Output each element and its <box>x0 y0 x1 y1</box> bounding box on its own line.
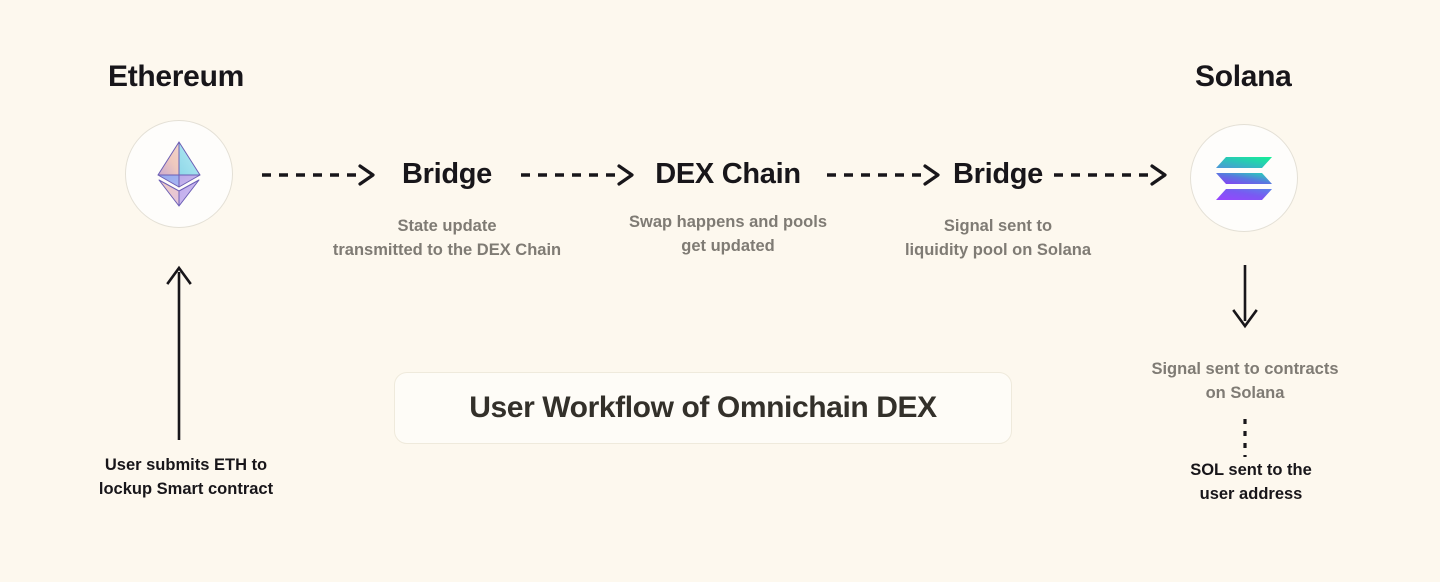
flow-node-caption-dex-chain: Swap happens and pools get updated <box>628 213 828 255</box>
solana-logo-icon <box>1215 155 1273 201</box>
ethereum-token-badge <box>125 120 233 228</box>
flow-node-caption-bridge-1: State update transmitted to the DEX Chai… <box>332 217 562 259</box>
caption-signal-sent-contracts: Signal sent to contracts on Solana <box>1151 360 1339 402</box>
flow-node-label-bridge-2: Bridge <box>952 158 1044 190</box>
ethereum-logo-icon <box>156 141 202 207</box>
vertical-dotted-line-connector <box>1236 418 1254 458</box>
workflow-title-card: User Workflow of Omnichain DEX <box>394 372 1012 444</box>
flow-node-label-bridge-1: Bridge <box>401 158 493 190</box>
chain-title-solana: Solana <box>1195 60 1292 93</box>
caption-sol-sent-user: SOL sent to the user address <box>1190 461 1312 503</box>
dashed-right-arrow-2 <box>520 162 637 188</box>
flow-node-label-dex-chain: DEX Chain <box>655 158 801 190</box>
chain-title-ethereum: Ethereum <box>108 60 244 93</box>
solid-up-arrow-user-to-ethereum <box>160 262 198 440</box>
workflow-title-text: User Workflow of Omnichain DEX <box>469 391 937 424</box>
caption-user-submits: User submits ETH to lockup Smart contrac… <box>98 456 274 498</box>
dashed-right-arrow-3 <box>826 162 943 188</box>
dashed-right-arrow-4 <box>1053 162 1170 188</box>
solana-token-badge <box>1190 124 1298 232</box>
flow-node-caption-bridge-2: Signal sent to liquidity pool on Solana <box>904 217 1092 259</box>
dashed-right-arrow-1 <box>261 162 378 188</box>
solid-down-arrow-solana-to-contracts <box>1226 265 1264 331</box>
